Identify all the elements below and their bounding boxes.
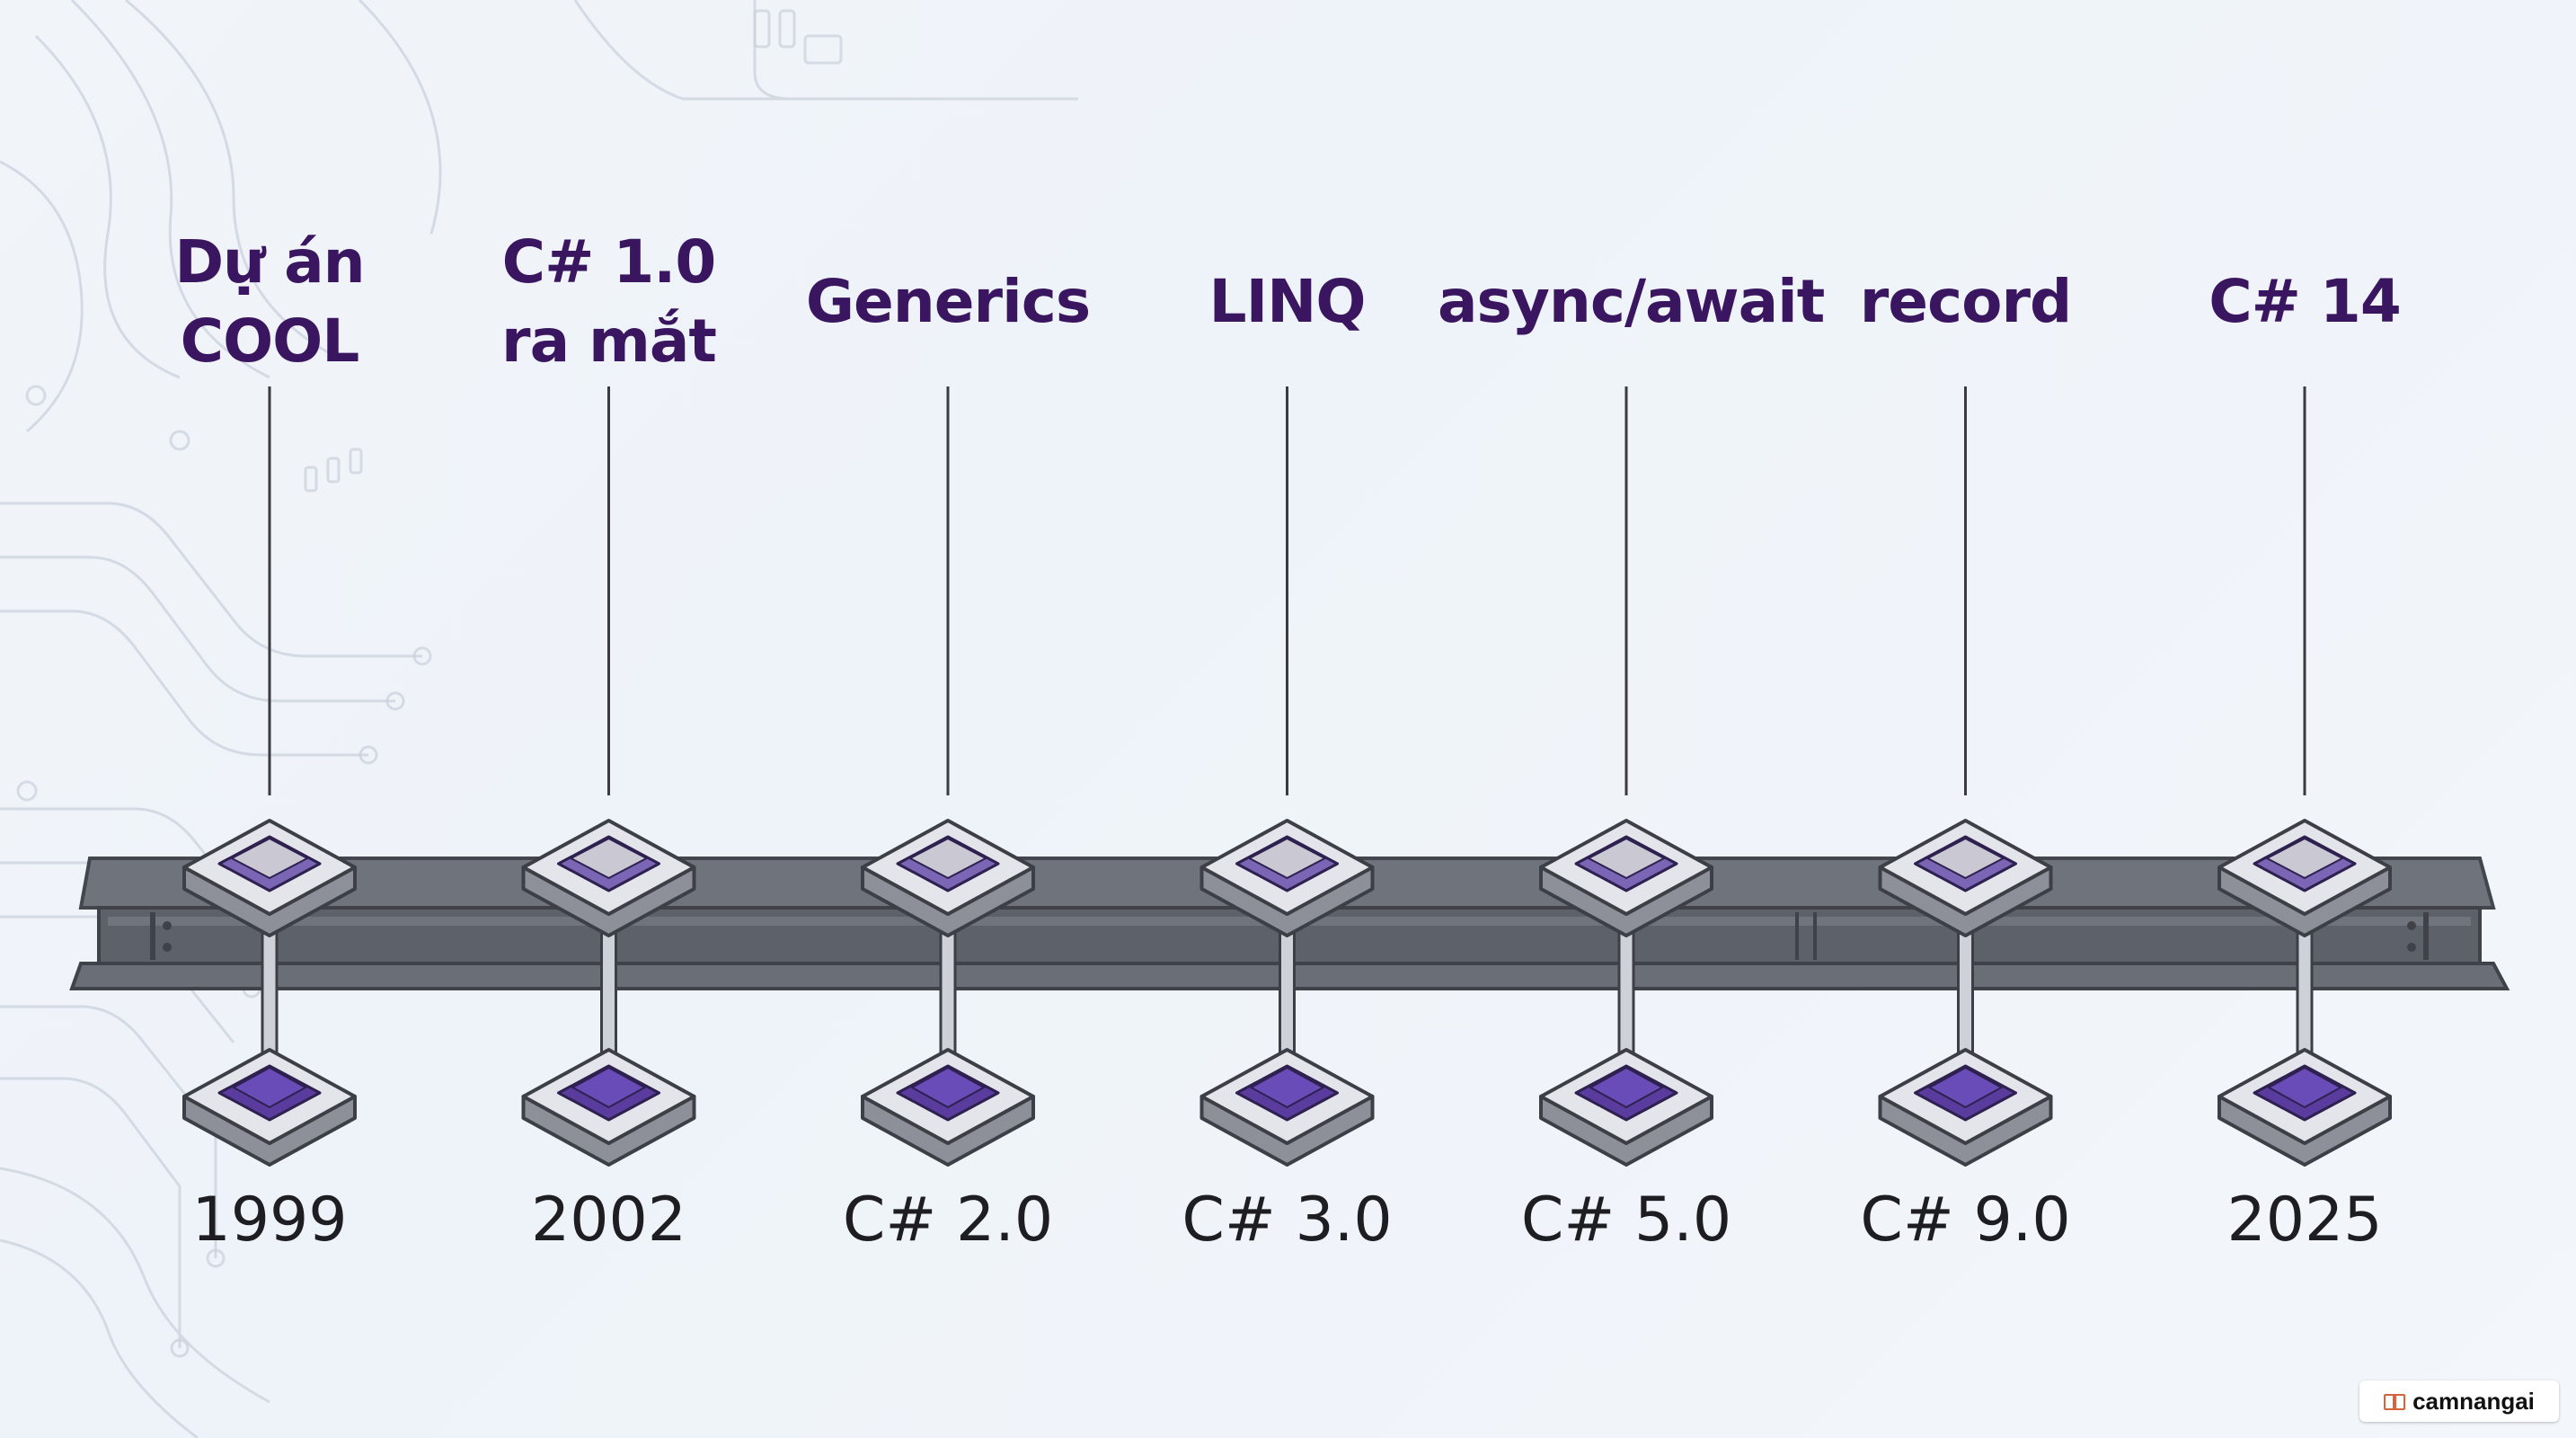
watermark-badge: camnangai [2359,1380,2559,1422]
watermark-text: camnangai [2412,1387,2535,1415]
book-icon [2384,1394,2406,1410]
bottom-node [521,1048,696,1167]
top-node [1878,819,2053,937]
top-node [1539,819,1713,937]
bottom-node [1199,1048,1375,1167]
milestone-nodes [182,386,2392,1167]
bottom-node [861,1048,1035,1167]
event-label: Generics [805,267,1091,336]
event-label: LINQ [1208,267,1367,336]
year-label: C# 2.0 [842,1185,1054,1256]
top-node [521,819,696,937]
year-label: C# 3.0 [1182,1185,1393,1256]
year-label: 1999 [191,1185,348,1256]
bottom-node [2217,1048,2392,1167]
top-node [2217,819,2392,937]
bottom-node [1539,1048,1713,1167]
top-node [861,819,1035,937]
year-label: 2025 [2226,1185,2383,1256]
event-label: async/await [1438,267,1825,336]
bottom-node [182,1048,357,1167]
year-label: 2002 [530,1185,687,1256]
event-label: C# 14 [2209,267,2402,336]
bottom-node [1878,1048,2053,1167]
top-node [1199,819,1375,937]
year-label: C# 5.0 [1520,1185,1732,1256]
top-node [182,819,357,937]
year-label: C# 9.0 [1860,1185,2071,1256]
event-label: record [1859,267,2073,336]
